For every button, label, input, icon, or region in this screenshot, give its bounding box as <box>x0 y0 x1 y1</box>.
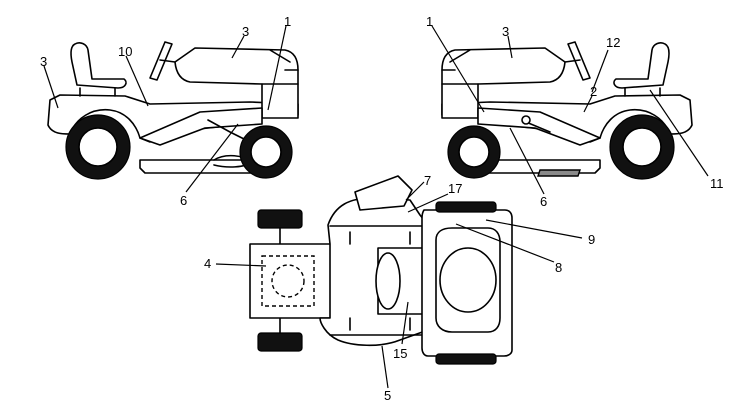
callout-r6: 6 <box>540 194 547 209</box>
top-front-tire-lower <box>257 332 303 352</box>
leader-t7 <box>381 345 389 389</box>
callout-l4: 10 <box>118 44 132 59</box>
callout-l1: 1 <box>284 14 291 29</box>
leader-r4 <box>583 95 593 113</box>
leader-l2 <box>231 35 245 59</box>
callout-r5: 11 <box>710 176 724 191</box>
right-hood <box>441 47 566 119</box>
callout-t3: 9 <box>588 232 595 247</box>
leader-t6 <box>401 301 409 345</box>
top-console <box>354 175 413 211</box>
callout-r2: 3 <box>502 24 509 39</box>
callout-l5: 6 <box>180 193 187 208</box>
leader-l1 <box>267 25 287 111</box>
left-frame <box>139 107 263 146</box>
left-steering-wheel <box>149 41 173 81</box>
callout-t1: 7 <box>424 173 431 188</box>
leader-r6 <box>509 127 545 195</box>
callout-t5: 4 <box>204 256 211 271</box>
callout-t4: 8 <box>555 260 562 275</box>
left-seat-base <box>79 87 116 97</box>
leader-r2 <box>507 35 513 59</box>
right-seat-base <box>624 87 661 97</box>
top-side-slot-left <box>349 231 411 245</box>
right-rear-rim <box>622 127 662 167</box>
leader-r1 <box>431 25 485 113</box>
leader-l5 <box>185 123 239 193</box>
leader-t3 <box>485 219 583 239</box>
leader-r5 <box>649 89 709 177</box>
top-steering-oval <box>375 252 401 310</box>
right-front-rim <box>458 136 490 168</box>
callout-l2: 3 <box>242 24 249 39</box>
left-seat <box>70 42 127 89</box>
callout-r3: 12 <box>606 35 620 50</box>
top-view <box>249 175 513 365</box>
callout-r4: 2 <box>590 84 597 99</box>
top-rear-tire-lower <box>435 353 497 365</box>
leader-r3 <box>591 49 609 93</box>
callout-t7: 5 <box>384 388 391 403</box>
top-seat-cushion <box>439 247 497 313</box>
right-lever-knob <box>521 115 531 125</box>
top-engine-dashed-circle <box>271 264 305 298</box>
left-pedal <box>207 119 247 141</box>
callout-t2: 17 <box>448 181 462 196</box>
right-deck-grating <box>537 169 581 177</box>
top-front-tire-upper <box>257 209 303 229</box>
top-rear-tire-upper <box>435 201 497 213</box>
callout-r1: 1 <box>426 14 433 29</box>
left-front-rim <box>250 136 282 168</box>
leader-t4 <box>455 223 555 263</box>
callout-labels: 1 3 3 10 6 1 3 12 2 11 6 7 17 9 8 4 15 5 <box>40 14 724 403</box>
leader-l3 <box>43 65 59 109</box>
top-engine-dashed-box <box>261 255 315 307</box>
right-seat <box>613 42 670 89</box>
top-side-slot-right <box>349 317 411 331</box>
leader-t2 <box>407 193 449 213</box>
right-frame <box>477 107 601 146</box>
right-lever <box>525 121 551 133</box>
left-side-view <box>47 41 299 180</box>
right-hood-grille <box>441 49 479 85</box>
leader-l4 <box>125 55 149 107</box>
leader-lines <box>43 25 709 389</box>
right-side-view <box>441 41 693 180</box>
callout-t6: 15 <box>393 346 407 361</box>
leader-t5 <box>215 263 267 267</box>
left-hood <box>174 47 299 119</box>
callout-l3: 3 <box>40 54 47 69</box>
left-rear-rim <box>78 127 118 167</box>
leader-t1 <box>405 181 425 201</box>
right-steering-wheel <box>567 41 591 81</box>
